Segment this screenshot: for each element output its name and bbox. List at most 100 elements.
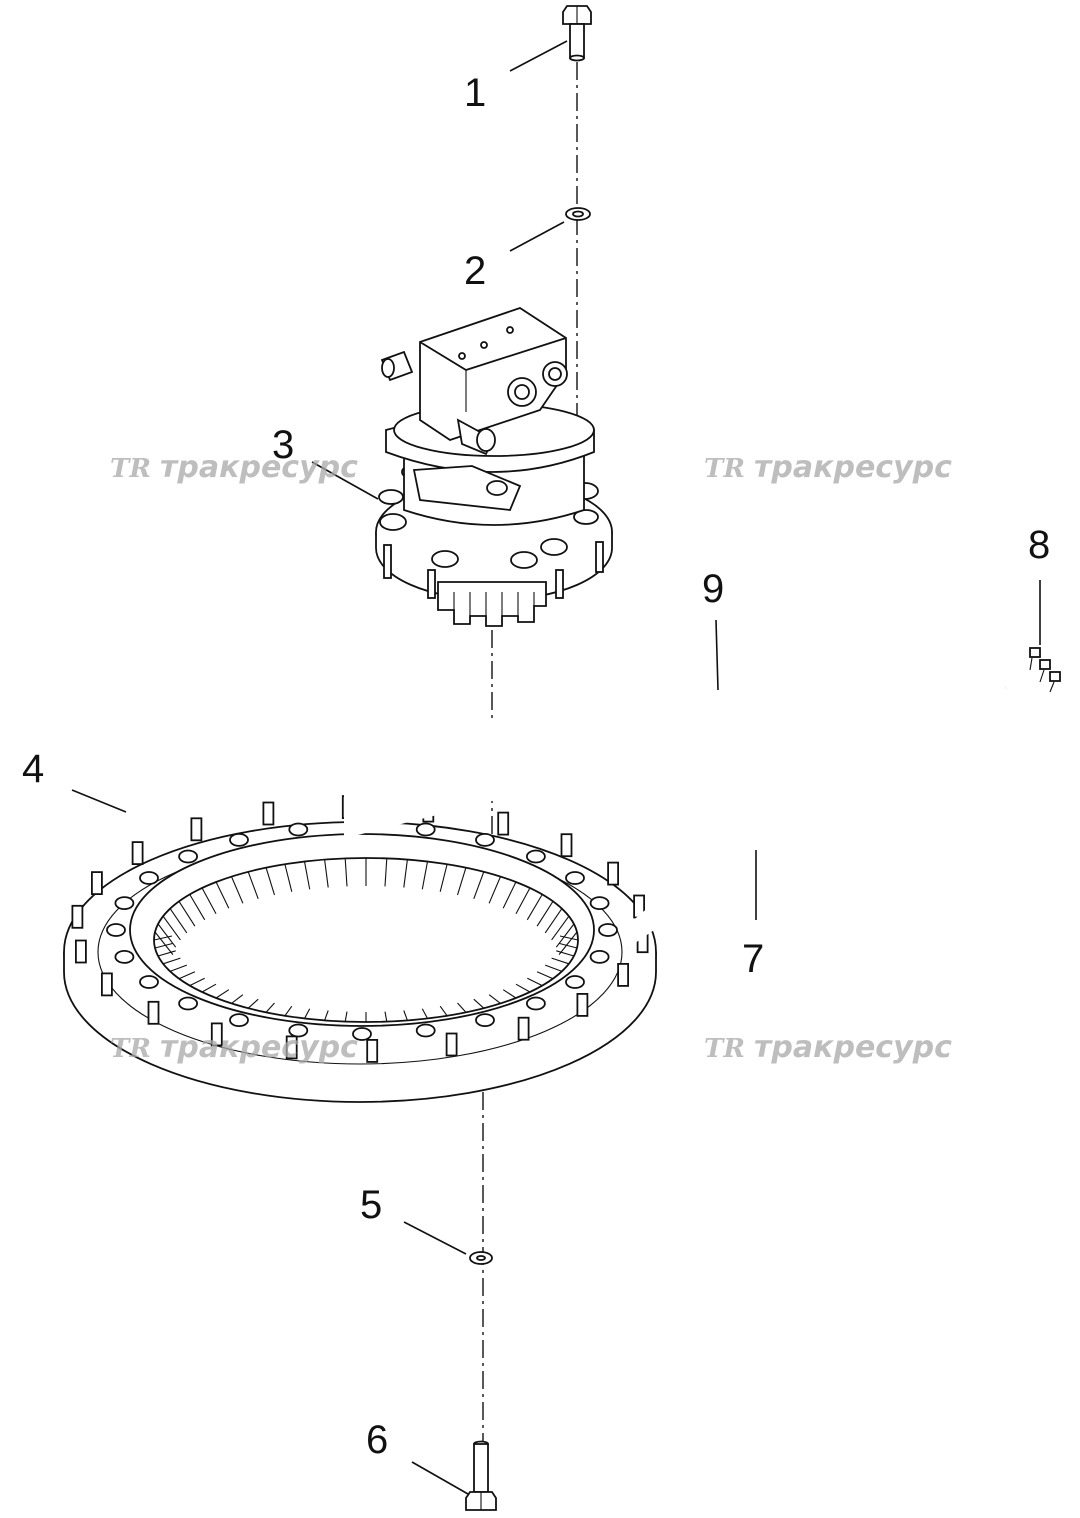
watermark-text: тракресурс	[160, 1030, 358, 1065]
gear-tooth	[457, 1002, 467, 1013]
gear-tooth	[154, 931, 174, 955]
ring-bolt-head	[229, 1013, 249, 1027]
ring-bolt-head	[589, 896, 610, 910]
gear-tooth	[162, 915, 181, 941]
watermark-logo-icon: TR	[110, 1034, 151, 1064]
callout-9: 9	[702, 567, 724, 611]
callout-8: 8	[1028, 523, 1050, 567]
ring-gear	[63, 795, 657, 1103]
ring-bolt-head	[475, 1013, 495, 1027]
gear-tooth	[215, 989, 230, 999]
gear-tooth	[555, 923, 575, 948]
ring-stud	[285, 1035, 298, 1060]
ring-bolt-head	[598, 923, 618, 937]
gear-tooth	[178, 971, 196, 980]
ring-bolt-head	[475, 833, 495, 847]
watermark-logo-icon: TR	[704, 454, 745, 484]
ring-bolt-head	[139, 975, 159, 989]
ring-stud	[101, 972, 113, 997]
callout-6: 6	[366, 1418, 388, 1462]
gear-tooth	[169, 908, 188, 934]
swing-motor	[375, 307, 613, 627]
ring-bolt-head	[106, 923, 126, 937]
gear-tooth	[304, 1008, 311, 1019]
callout-4: 4	[22, 747, 44, 791]
gear-tooth	[215, 881, 230, 909]
fittings	[1029, 647, 1061, 693]
ring-bolt-head	[352, 1027, 372, 1041]
ring-bolt-head	[288, 1023, 309, 1038]
ring-stud	[366, 1039, 379, 1063]
ring-stud	[497, 811, 510, 836]
gear-tooth	[421, 1008, 428, 1019]
washer-top	[565, 207, 591, 221]
gear-tooth	[324, 1010, 329, 1021]
gear-tooth	[303, 861, 311, 890]
ring-stud	[445, 1032, 458, 1057]
watermark-text: тракресурс	[160, 450, 358, 485]
gear-tooth	[556, 950, 575, 957]
gear-tooth	[403, 1010, 408, 1021]
gear-tooth	[324, 859, 329, 888]
ring-bolt-head	[565, 871, 585, 885]
gear-tooth	[189, 894, 206, 921]
ring-stud	[517, 1016, 530, 1041]
gear-tooth	[384, 858, 388, 887]
ring-stud	[71, 904, 84, 929]
callout-5: 5	[360, 1183, 382, 1227]
gear-tooth	[439, 1005, 448, 1017]
ring-stud	[147, 1000, 160, 1025]
bolt-top	[562, 5, 592, 62]
gear-tooth	[558, 931, 578, 955]
ring-bolt-head	[178, 849, 199, 864]
ring-bolt-head	[565, 975, 585, 989]
leader-9	[715, 619, 719, 691]
watermark-top-right: TR тракресурс	[704, 450, 952, 485]
ring-bolt-head	[139, 871, 159, 885]
gear-tooth	[421, 861, 429, 890]
leader-5	[403, 1221, 467, 1255]
leader-2	[509, 221, 565, 252]
gear-tooth	[344, 1011, 348, 1022]
leader-4	[71, 789, 127, 813]
gear-tooth	[515, 887, 531, 915]
gear-tooth	[201, 983, 217, 993]
gear-tooth	[169, 964, 187, 972]
gear-tooth	[162, 957, 181, 965]
ring-stud	[607, 861, 619, 886]
gear-tooth	[551, 915, 570, 941]
gear-tooth	[284, 1005, 293, 1017]
ring-stud	[190, 817, 203, 842]
gear-tooth	[502, 881, 517, 909]
gear-tooth	[265, 867, 276, 896]
callout-7: 7	[742, 937, 764, 981]
ring-bolt-head	[526, 996, 546, 1011]
ring-stud	[75, 939, 87, 964]
gear-tooth	[559, 935, 579, 941]
ring-bolt-head	[178, 996, 199, 1011]
gear-tooth	[154, 942, 174, 949]
gear-tooth	[527, 977, 543, 987]
gear-tooth	[384, 1011, 388, 1022]
watermark-logo-icon: TR	[110, 454, 151, 484]
gear-tooth	[544, 908, 563, 934]
gear-tooth	[488, 876, 502, 904]
watermark-text: тракресурс	[754, 450, 952, 485]
callout-2: 2	[464, 249, 486, 293]
ring-stud	[576, 993, 589, 1017]
leader-6	[411, 1461, 469, 1495]
gear-tooth	[247, 871, 259, 899]
gear-tooth	[551, 957, 570, 965]
gear-tooth	[526, 894, 543, 921]
watermark-text: тракресурс	[754, 1030, 952, 1065]
ring-bolt-head	[415, 822, 436, 837]
gear-tooth	[488, 994, 501, 1004]
ring-stud	[210, 1022, 223, 1047]
gear-tooth	[284, 864, 293, 892]
watermark-top-left: TR тракресурс	[110, 450, 358, 485]
gear-tooth	[403, 859, 408, 888]
watermark-bottom-right: TR тракресурс	[704, 1030, 952, 1065]
washer-bottom	[469, 1251, 493, 1265]
gear-tooth	[545, 964, 563, 972]
